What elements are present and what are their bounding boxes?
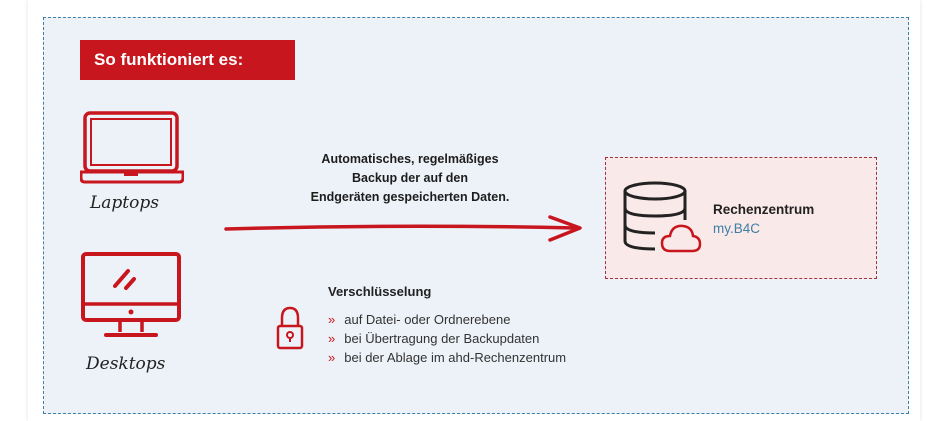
desktops-label: Desktops <box>86 354 166 374</box>
lock-icon <box>276 306 304 350</box>
database-cloud-icon <box>623 181 702 253</box>
backup-line-2: Backup der auf den <box>352 171 468 185</box>
backup-line-1: Automatisches, regelmäßiges <box>321 152 499 166</box>
arrow-icon <box>224 215 582 242</box>
list-item-text: auf Datei- oder Ordnerebene <box>344 312 511 327</box>
desktop-icon <box>81 252 181 337</box>
laptops-label: Laptops <box>90 193 159 213</box>
list-item: » auf Datei- oder Ordnerebene <box>328 310 566 329</box>
list-item-text: bei Übertragung der Backupdaten <box>344 331 540 346</box>
bullet-icon: » <box>328 350 336 365</box>
list-item-text: bei der Ablage im ahd-Rechenzentrum <box>344 350 567 365</box>
datacenter-box <box>605 157 877 279</box>
backup-description: Automatisches, regelmäßiges Backup der a… <box>260 150 560 207</box>
datacenter-title: Rechenzentrum <box>713 202 815 217</box>
bullet-icon: » <box>328 312 336 327</box>
section-title: So funktioniert es: <box>80 40 295 80</box>
bullet-icon: » <box>328 331 336 346</box>
list-item: » bei Übertragung der Backupdaten <box>328 329 566 348</box>
encryption-title: Verschlüsselung <box>328 284 432 299</box>
list-item: » bei der Ablage im ahd-Rechenzentrum <box>328 348 566 367</box>
encryption-list: » auf Datei- oder Ordnerebene » bei Übertr… <box>328 310 566 367</box>
laptop-icon <box>80 111 184 184</box>
datacenter-subtitle: my.B4C <box>713 221 761 236</box>
backup-line-3: Endgeräten gespeicherten Daten. <box>310 190 510 204</box>
